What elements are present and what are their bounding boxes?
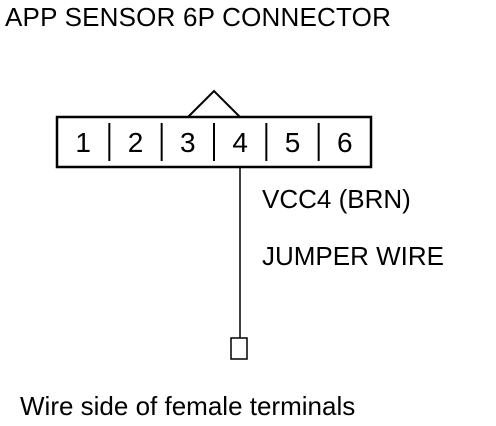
pin-1-number: 1 <box>75 127 91 158</box>
pin-2-number: 2 <box>128 127 144 158</box>
diagram-title: APP SENSOR 6P CONNECTOR <box>5 2 392 32</box>
connector-locking-tab <box>187 89 241 118</box>
pin-6-number: 6 <box>337 127 353 158</box>
jumper-wire-label: JUMPER WIRE <box>262 241 444 271</box>
jumper-wire-terminal <box>230 337 248 360</box>
wire-color-label: VCC4 (BRN) <box>262 184 411 214</box>
pin-4-number: 4 <box>232 127 248 158</box>
connector-pins: 1 2 3 4 5 6 <box>75 123 353 161</box>
terminal-side-caption: Wire side of female terminals <box>20 391 356 421</box>
pin-5-number: 5 <box>285 127 301 158</box>
pin-3-number: 3 <box>180 127 196 158</box>
